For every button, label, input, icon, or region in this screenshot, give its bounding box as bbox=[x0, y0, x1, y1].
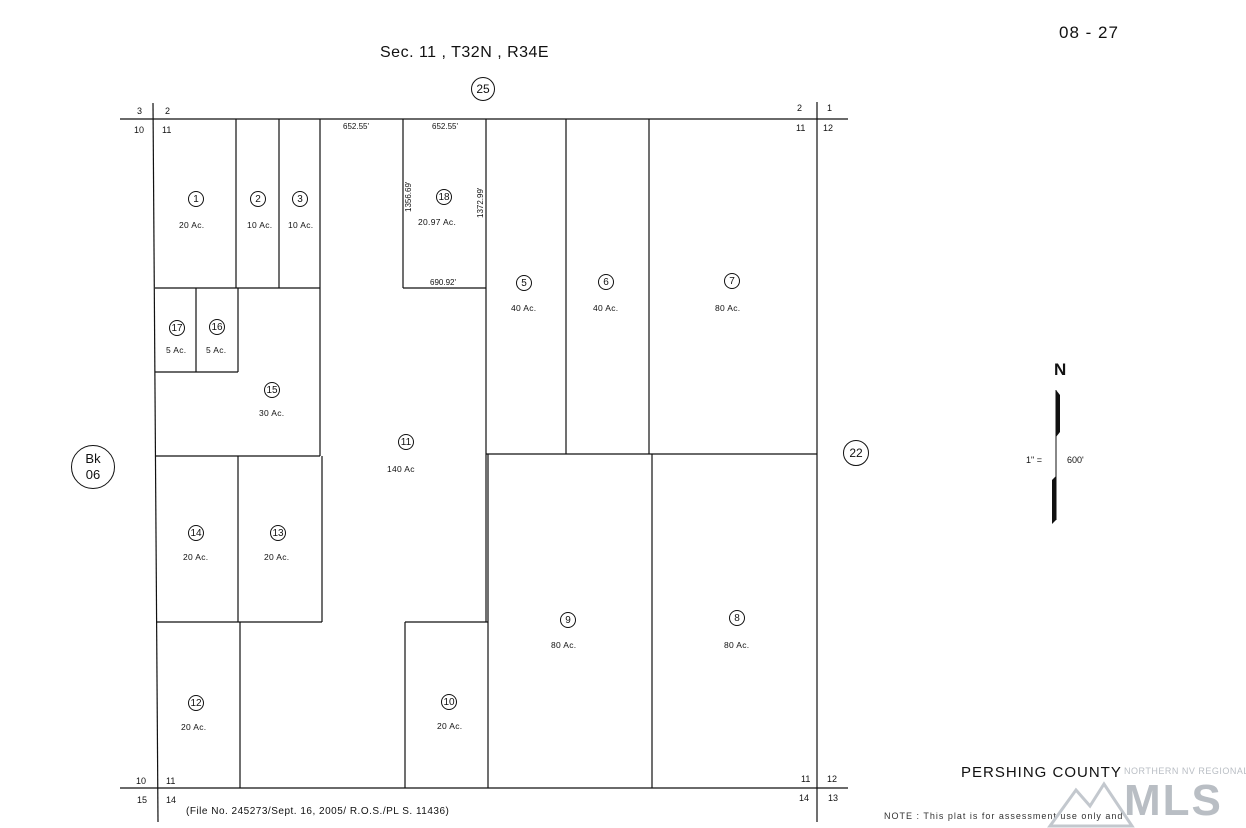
adjoining-map-north: 25 bbox=[471, 77, 495, 101]
parcel-acreage: 20 Ac. bbox=[181, 722, 207, 732]
north-label: N bbox=[1054, 360, 1067, 379]
dimension-label: 1356.69' bbox=[404, 181, 413, 212]
book-number: 06 bbox=[85, 467, 101, 482]
parcel-acreage: 5 Ac. bbox=[166, 345, 187, 355]
mountain-logo-icon bbox=[1047, 781, 1135, 828]
parcel-number: 12 bbox=[188, 695, 204, 711]
corner-label: 1 bbox=[827, 103, 833, 113]
parcel-number: 6 bbox=[598, 274, 614, 290]
parcel-number: 16 bbox=[209, 319, 225, 335]
corner-label: 3 bbox=[137, 106, 143, 116]
parcel-number: 5 bbox=[516, 275, 532, 291]
watermark-line2: MLS bbox=[1124, 776, 1223, 825]
dimension-label: 652.55' bbox=[343, 122, 369, 131]
parcel-acreage: 20 Ac. bbox=[179, 220, 205, 230]
parcel-number: 15 bbox=[264, 382, 280, 398]
corner-label: 11 bbox=[162, 125, 172, 135]
parcel-acreage: 5 Ac. bbox=[206, 345, 227, 355]
parcel-acreage: 40 Ac. bbox=[511, 303, 537, 313]
parcel-acreage: 20 Ac. bbox=[437, 721, 463, 731]
parcel-number: 3 bbox=[292, 191, 308, 207]
corner-label: 11 bbox=[801, 774, 811, 784]
corner-label: 14 bbox=[166, 795, 177, 805]
parcel-number: 8 bbox=[729, 610, 745, 626]
parcel-acreage: 140 Ac bbox=[387, 464, 415, 474]
corner-label: 10 bbox=[134, 125, 145, 135]
scale-label-right: 600' bbox=[1067, 455, 1084, 465]
dimension-label: 652.55' bbox=[432, 122, 458, 131]
plat-note: NOTE : This plat is for assessment use o… bbox=[884, 811, 1124, 821]
parcel-acreage: 30 Ac. bbox=[259, 408, 285, 418]
parcel-number: 18 bbox=[436, 189, 452, 205]
corner-label: 13 bbox=[828, 793, 839, 803]
book-label: Bk bbox=[85, 451, 101, 466]
mls-watermark: NORTHERN NV REGIONAL MLS bbox=[1046, 766, 1246, 828]
dimension-label: 1372.99' bbox=[476, 187, 485, 218]
corner-label: 12 bbox=[827, 774, 838, 784]
corner-label: 11 bbox=[166, 776, 176, 786]
section-title: Sec. 11 , T32N , R34E bbox=[380, 44, 550, 61]
dimension-label: 690.92' bbox=[430, 278, 456, 287]
parcel-acreage: 40 Ac. bbox=[593, 303, 619, 313]
parcel-number: 14 bbox=[188, 525, 204, 541]
parcel-acreage: 10 Ac. bbox=[247, 220, 273, 230]
corner-label: 12 bbox=[823, 123, 834, 133]
parcel-acreage: 80 Ac. bbox=[551, 640, 577, 650]
parcel-number: 10 bbox=[441, 694, 457, 710]
adjoining-book-west: Bk 06 bbox=[71, 445, 115, 489]
parcel-acreage: 20 Ac. bbox=[264, 552, 290, 562]
corner-label: 14 bbox=[799, 793, 810, 803]
corner-label: 2 bbox=[165, 106, 171, 116]
parcel-number: 9 bbox=[560, 612, 576, 628]
file-reference: (File No. 245273/Sept. 16, 2005/ R.O.S./… bbox=[186, 806, 450, 817]
parcel-number: 1 bbox=[188, 191, 204, 207]
sheet-number: 08 - 27 bbox=[1059, 23, 1119, 42]
corner-label: 2 bbox=[797, 103, 803, 113]
scale-label-left: 1" = bbox=[1026, 455, 1042, 465]
parcel-acreage: 80 Ac. bbox=[724, 640, 750, 650]
parcel-acreage: 20 Ac. bbox=[183, 552, 209, 562]
parcel-number: 17 bbox=[169, 320, 185, 336]
parcel-acreage: 80 Ac. bbox=[715, 303, 741, 313]
north-arrow bbox=[1052, 390, 1060, 524]
adjoining-map-east: 22 bbox=[843, 440, 869, 466]
corner-label: 15 bbox=[137, 795, 148, 805]
county-name: PERSHING COUNTY bbox=[961, 764, 1122, 781]
parcel-acreage: 10 Ac. bbox=[288, 220, 314, 230]
watermark-line1: NORTHERN NV REGIONAL bbox=[1124, 766, 1246, 776]
parcel-acreage: 20.97 Ac. bbox=[418, 217, 457, 227]
parcel-number: 2 bbox=[250, 191, 266, 207]
corner-label: 10 bbox=[136, 776, 147, 786]
parcel-number: 13 bbox=[270, 525, 286, 541]
parcel-number: 11 bbox=[398, 434, 414, 450]
corner-label: 11 bbox=[796, 123, 806, 133]
west-section-line bbox=[152, 102, 159, 823]
parcel-number: 7 bbox=[724, 273, 740, 289]
